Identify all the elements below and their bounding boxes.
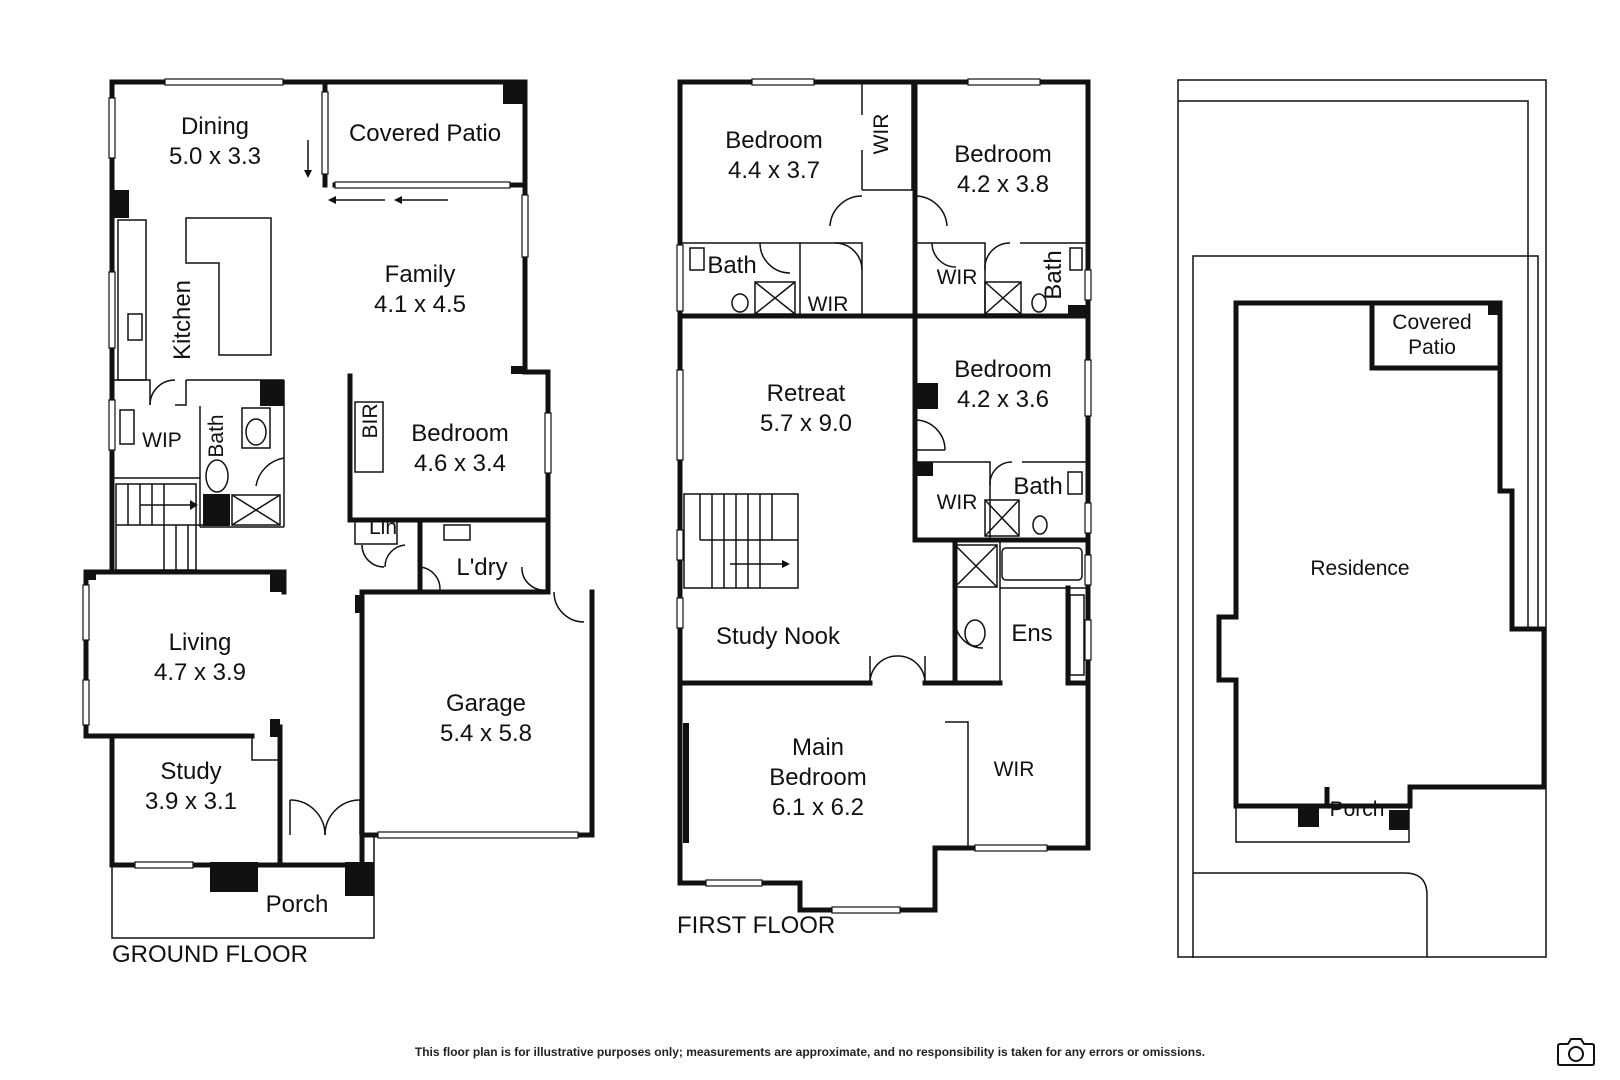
camera-icon bbox=[1557, 1038, 1595, 1066]
disclaimer-text: This floor plan is for illustrative purp… bbox=[414, 1045, 1206, 1059]
garage-dims: 5.4 x 5.8 bbox=[440, 720, 532, 747]
ground-floor-plan: Dining 5.0 x 3.3 Covered Patio Family 4.… bbox=[82, 78, 595, 968]
family-dims: 4.1 x 4.5 bbox=[374, 291, 466, 318]
dining-label: Dining bbox=[181, 113, 249, 140]
bedroom-e-dims: 4.2 x 3.6 bbox=[957, 386, 1049, 413]
ground-bath-label: Bath bbox=[205, 414, 228, 457]
bath-e-label: Bath bbox=[1013, 473, 1062, 500]
kitchen-label: Kitchen bbox=[169, 280, 196, 360]
site-covered-patio-label-2: Patio bbox=[1408, 336, 1456, 359]
main-bedroom-label: Main bbox=[792, 734, 844, 761]
wir-w-label: WIR bbox=[808, 293, 849, 316]
bedroom-nw-label: Bedroom bbox=[725, 127, 822, 154]
retreat-dims: 5.7 x 9.0 bbox=[760, 410, 852, 437]
wir-top-label: WIR bbox=[870, 114, 893, 155]
site-covered-patio-label: Covered bbox=[1392, 311, 1471, 334]
first-stairs bbox=[683, 493, 799, 589]
ground-stairs bbox=[115, 483, 220, 571]
bedroom-ne-dims: 4.2 x 3.8 bbox=[957, 171, 1049, 198]
lin-label: Lin bbox=[369, 516, 397, 539]
garage-label: Garage bbox=[446, 690, 526, 717]
bedroom-nw-dims: 4.4 x 3.7 bbox=[728, 157, 820, 184]
site-porch-label: Porch bbox=[1330, 798, 1385, 821]
site-plan: Covered Patio Residence Porch bbox=[1177, 79, 1547, 958]
wir-main-label: WIR bbox=[994, 758, 1035, 781]
dining-dims: 5.0 x 3.3 bbox=[169, 143, 261, 170]
wir-e-label: WIR bbox=[937, 491, 978, 514]
bir-label: BIR bbox=[359, 403, 382, 438]
bedroom-e-label: Bedroom bbox=[954, 356, 1051, 383]
living-dims: 4.7 x 3.9 bbox=[154, 659, 246, 686]
bath-ne-label: Bath bbox=[1040, 250, 1067, 299]
ens-label: Ens bbox=[1011, 620, 1052, 647]
first-floor-plan: Bedroom 4.4 x 3.7 WIR Bedroom 4.2 x 3.8 … bbox=[676, 78, 1092, 939]
bedroom-ne-label: Bedroom bbox=[954, 141, 1051, 168]
bath-w-label: Bath bbox=[707, 252, 756, 279]
wir-ne-label: WIR bbox=[937, 266, 978, 289]
covered-patio-label: Covered Patio bbox=[349, 120, 501, 147]
retreat-label: Retreat bbox=[767, 380, 846, 407]
wip-label: WIP bbox=[142, 429, 182, 452]
family-label: Family bbox=[385, 261, 456, 288]
study-label: Study bbox=[160, 758, 221, 785]
ground-floor-title: GROUND FLOOR bbox=[112, 941, 308, 968]
laundry-label: L'dry bbox=[456, 554, 507, 581]
living-label: Living bbox=[169, 629, 232, 656]
first-floor-title: FIRST FLOOR bbox=[677, 912, 835, 939]
main-bedroom-dims: 6.1 x 6.2 bbox=[772, 794, 864, 821]
study-dims: 3.9 x 3.1 bbox=[145, 788, 237, 815]
ground-porch-label: Porch bbox=[266, 891, 329, 918]
ground-bedroom-dims: 4.6 x 3.4 bbox=[414, 450, 506, 477]
ground-bedroom-label: Bedroom bbox=[411, 420, 508, 447]
residence-label: Residence bbox=[1310, 557, 1409, 580]
main-bedroom-label-2: Bedroom bbox=[769, 764, 866, 791]
study-nook-label: Study Nook bbox=[716, 623, 841, 650]
